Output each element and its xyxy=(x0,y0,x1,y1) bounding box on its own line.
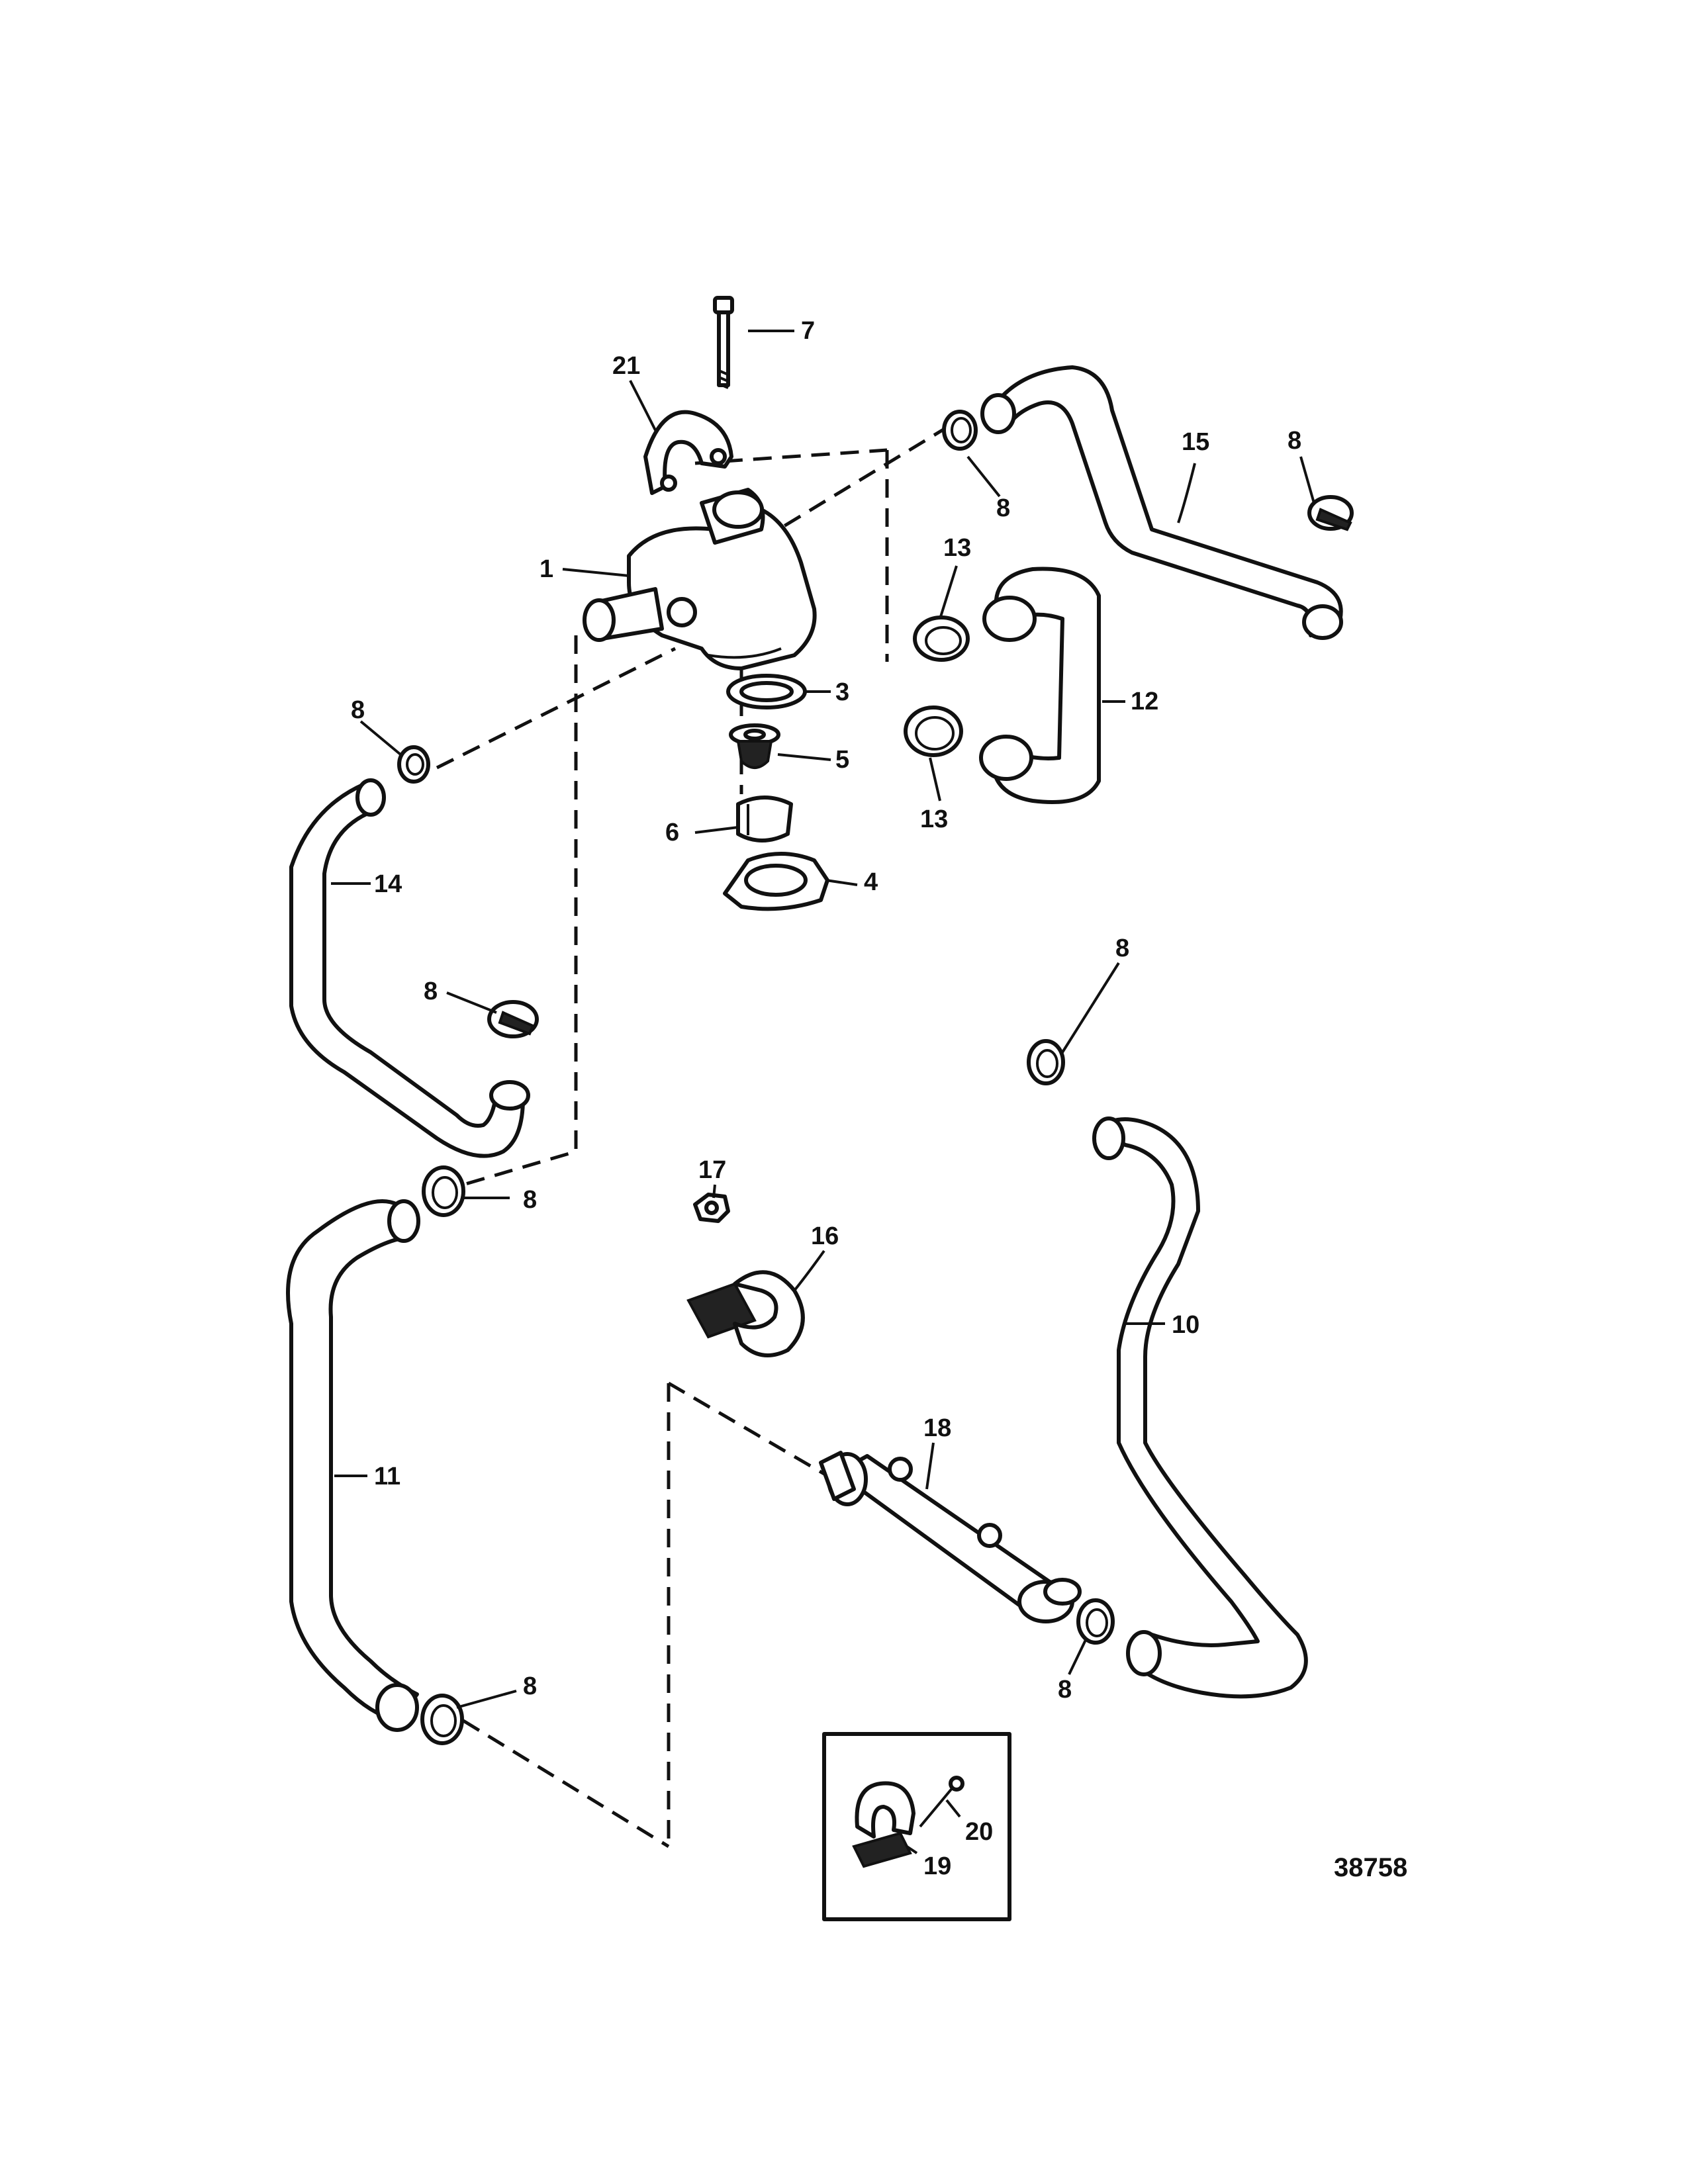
hose-14 xyxy=(289,778,530,1158)
callout-8b: 8 xyxy=(1288,427,1301,455)
callout-3: 3 xyxy=(835,678,849,706)
thermostat-5 xyxy=(729,723,780,769)
callout-1: 1 xyxy=(539,555,553,583)
callout-8c: 8 xyxy=(351,696,365,724)
callout-labels: 7 21 1 3 5 6 4 8 15 8 13 12 13 8 14 8 8 … xyxy=(351,317,1301,1880)
callout-19: 19 xyxy=(923,1852,951,1880)
callout-11: 11 xyxy=(374,1463,400,1490)
callout-8f: 8 xyxy=(523,1186,537,1214)
callout-21: 21 xyxy=(612,352,640,380)
hose-clamp-8-g xyxy=(420,1694,464,1745)
callout-13a: 13 xyxy=(943,534,971,562)
nut-17 xyxy=(693,1193,730,1223)
hose-clamp-8-b xyxy=(1307,495,1354,531)
hose-clamp-8-d xyxy=(487,1000,539,1038)
figure-number: 38758 xyxy=(1334,1853,1407,1882)
hose-15 xyxy=(980,365,1343,640)
callout-20: 20 xyxy=(965,1818,993,1846)
heat-exchanger-18 xyxy=(819,1451,1082,1623)
callout-16: 16 xyxy=(811,1222,839,1250)
callout-8h: 8 xyxy=(1058,1676,1072,1704)
callout-10: 10 xyxy=(1172,1311,1199,1339)
hose-clamps xyxy=(397,410,1354,1745)
callout-13b: 13 xyxy=(920,805,948,833)
mounting-clamp-16 xyxy=(686,1270,805,1357)
hose-12 xyxy=(979,567,1101,804)
callout-8e: 8 xyxy=(1115,934,1129,962)
sleeve-6 xyxy=(736,796,793,842)
bolt-7 xyxy=(713,296,734,389)
flange-gasket-4 xyxy=(723,852,829,911)
hose-clamp-8-h xyxy=(1076,1598,1115,1645)
gasket-3 xyxy=(726,674,807,709)
thermostat-housing-1 xyxy=(583,488,817,670)
clamp-21 xyxy=(643,410,733,495)
callout-18: 18 xyxy=(923,1414,951,1442)
callout-7: 7 xyxy=(801,317,815,345)
callout-12: 12 xyxy=(1131,688,1158,715)
leader-lines xyxy=(331,330,1315,1854)
inset-box xyxy=(822,1732,1011,1921)
hose-clamp-13-a xyxy=(913,615,970,662)
callout-8a: 8 xyxy=(996,494,1010,522)
hose-clamp-13-b xyxy=(904,705,963,757)
hose-clamp-8-e xyxy=(1027,1039,1065,1085)
callout-8g: 8 xyxy=(523,1672,537,1700)
hose-10 xyxy=(1092,1116,1308,1699)
callout-15: 15 xyxy=(1182,428,1209,456)
callout-17: 17 xyxy=(698,1156,726,1184)
hose-clamp-8-c xyxy=(397,745,430,784)
hose-clamp-8-a xyxy=(942,410,978,451)
hose-clamp-8-f xyxy=(422,1165,465,1217)
callout-5: 5 xyxy=(835,746,849,774)
hose-11 xyxy=(286,1199,420,1732)
callout-14: 14 xyxy=(374,870,402,898)
callout-8d: 8 xyxy=(424,978,438,1005)
bracket-19 xyxy=(852,1781,915,1868)
callout-6: 6 xyxy=(665,819,679,846)
screw-20 xyxy=(919,1776,964,1828)
callout-4: 4 xyxy=(864,868,878,896)
